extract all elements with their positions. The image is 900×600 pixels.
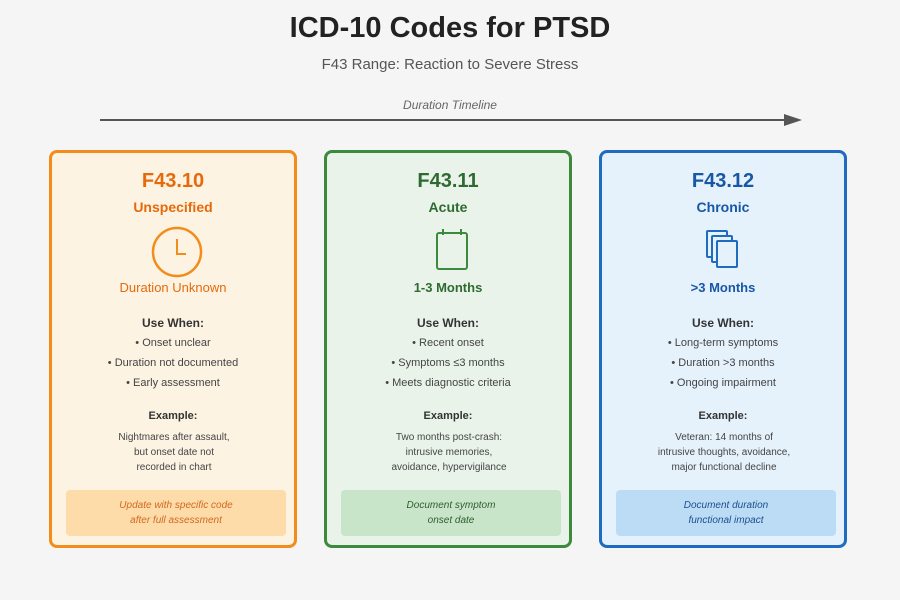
- coding-note: Document duration functional impact: [616, 490, 836, 536]
- duration-label: Duration Unknown: [119, 280, 227, 295]
- example-line: Two months post-crash:: [395, 432, 503, 443]
- coding-note: Document symptom onset date: [341, 490, 561, 536]
- list-item: • Early assessment: [126, 377, 220, 389]
- duration-label: >3 Months: [690, 280, 756, 295]
- timeline-label: Duration Timeline: [403, 98, 497, 112]
- clock-icon: [151, 226, 203, 278]
- example-line: recorded in chart: [136, 462, 212, 473]
- coding-note: Update with specific code after full ass…: [66, 490, 286, 536]
- code-card-f43-10: F43.10 Unspecified Duration Unknown Use …: [49, 150, 297, 548]
- example-line: but onset date not: [133, 447, 215, 458]
- use-when-heading: Use When:: [691, 316, 754, 330]
- list-item: • Long-term symptoms: [667, 337, 779, 349]
- example-line: avoidance, hypervigilance: [391, 462, 507, 473]
- note-line: onset date: [427, 515, 475, 526]
- example-line: intrusive thoughts, avoidance,: [657, 447, 791, 458]
- example-line: major functional decline: [671, 462, 777, 473]
- list-item: • Duration not documented: [107, 357, 239, 369]
- example-text: Veteran: 14 months of intrusive thoughts…: [622, 430, 826, 475]
- note-line: Document symptom: [406, 500, 496, 511]
- use-when-list: • Long-term symptoms • Duration >3 month…: [602, 336, 844, 396]
- page-title: ICD-10 Codes for PTSD: [289, 12, 611, 44]
- code-type: Unspecified: [133, 199, 213, 215]
- example-heading: Example:: [423, 410, 473, 422]
- list-item: • Meets diagnostic criteria: [385, 377, 511, 389]
- list-item: • Onset unclear: [135, 337, 211, 349]
- page-subtitle: F43 Range: Reaction to Severe Stress: [321, 56, 579, 73]
- use-when-list: • Recent onset • Symptoms ≤3 months • Me…: [327, 336, 569, 396]
- example-line: Nightmares after assault,: [118, 432, 230, 443]
- example-text: Two months post-crash: intrusive memorie…: [347, 430, 551, 475]
- code-card-f43-12: F43.12 Chronic >3 Months Use When: • Lon…: [599, 150, 847, 548]
- list-item: • Duration >3 months: [671, 357, 775, 369]
- list-item: • Recent onset: [412, 337, 484, 349]
- example-text: Nightmares after assault, but onset date…: [72, 430, 276, 475]
- example-line: Veteran: 14 months of: [675, 432, 773, 443]
- note-line: functional impact: [688, 515, 764, 526]
- list-item: • Ongoing impairment: [670, 377, 776, 389]
- icd-code: F43.10: [141, 170, 205, 192]
- use-when-heading: Use When:: [141, 316, 204, 330]
- stacked-pages-icon: [706, 230, 738, 268]
- timeline-arrow-icon: [100, 114, 802, 126]
- note-line: Document duration: [683, 500, 769, 511]
- icd-code: F43.11: [417, 170, 479, 192]
- duration-label: 1-3 Months: [413, 280, 483, 295]
- use-when-heading: Use When:: [416, 316, 479, 330]
- code-card-f43-11: F43.11 Acute 1-3 Months Use When: • Rece…: [324, 150, 572, 548]
- example-line: intrusive memories,: [405, 447, 493, 458]
- code-type: Acute: [428, 199, 468, 215]
- calendar-icon: [436, 229, 468, 270]
- code-type: Chronic: [696, 199, 750, 215]
- use-when-list: • Onset unclear • Duration not documente…: [52, 336, 294, 396]
- icd-code: F43.12: [691, 170, 755, 192]
- example-heading: Example:: [148, 410, 198, 422]
- example-heading: Example:: [698, 410, 748, 422]
- note-line: Update with specific code: [119, 500, 233, 511]
- list-item: • Symptoms ≤3 months: [391, 357, 505, 369]
- note-line: after full assessment: [130, 515, 222, 526]
